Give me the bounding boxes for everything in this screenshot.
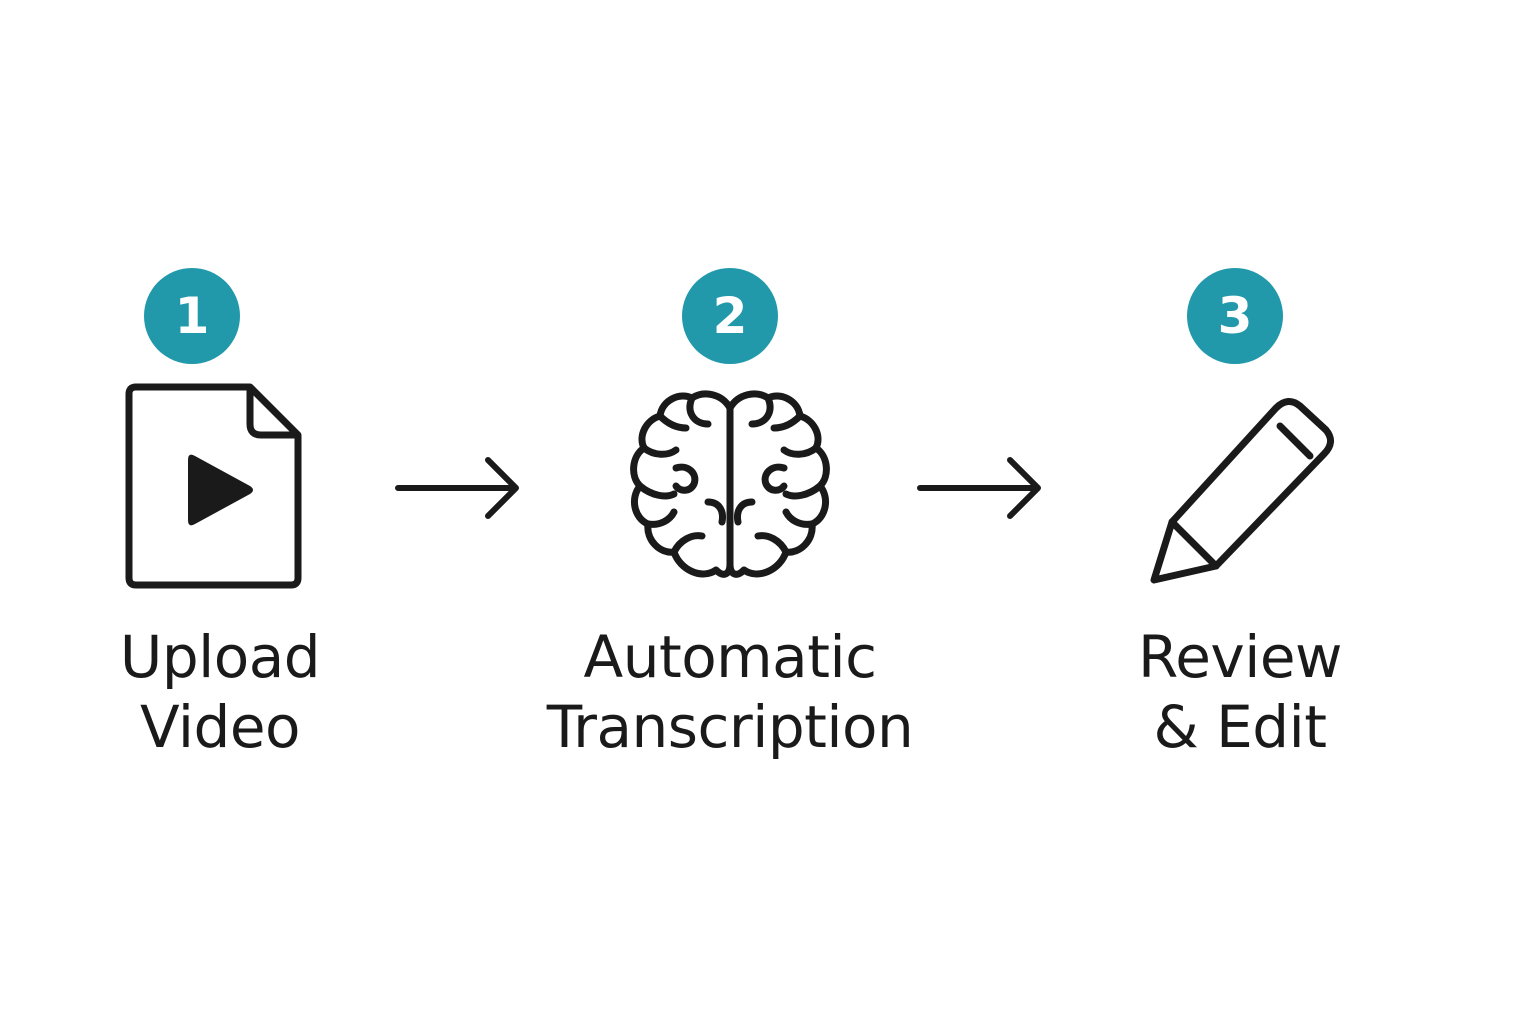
step-1-label-line-2: Video bbox=[139, 693, 301, 761]
play-triangle bbox=[188, 454, 253, 526]
brain-icon bbox=[630, 390, 830, 578]
step-1-label: Upload Video bbox=[90, 622, 350, 762]
step-1-label-line-1: Upload bbox=[119, 623, 321, 691]
step-1-number-badge: 1 bbox=[144, 268, 240, 364]
step-2-label-line-1: Automatic bbox=[583, 623, 877, 691]
arrow-right-icon bbox=[917, 457, 1041, 519]
step-3-label: Review & Edit bbox=[1100, 622, 1380, 762]
step-3-label-line-1: Review bbox=[1138, 623, 1342, 691]
step-3-number-badge: 3 bbox=[1187, 268, 1283, 364]
step-2-label-line-2: Transcription bbox=[546, 693, 914, 761]
step-3-label-line-2: & Edit bbox=[1153, 693, 1327, 761]
video-file-icon bbox=[125, 383, 302, 589]
arrow-right-icon bbox=[395, 457, 519, 519]
pencil-icon bbox=[1150, 398, 1334, 584]
step-2-number-badge: 2 bbox=[682, 268, 778, 364]
step-2-label: Automatic Transcription bbox=[520, 622, 940, 762]
